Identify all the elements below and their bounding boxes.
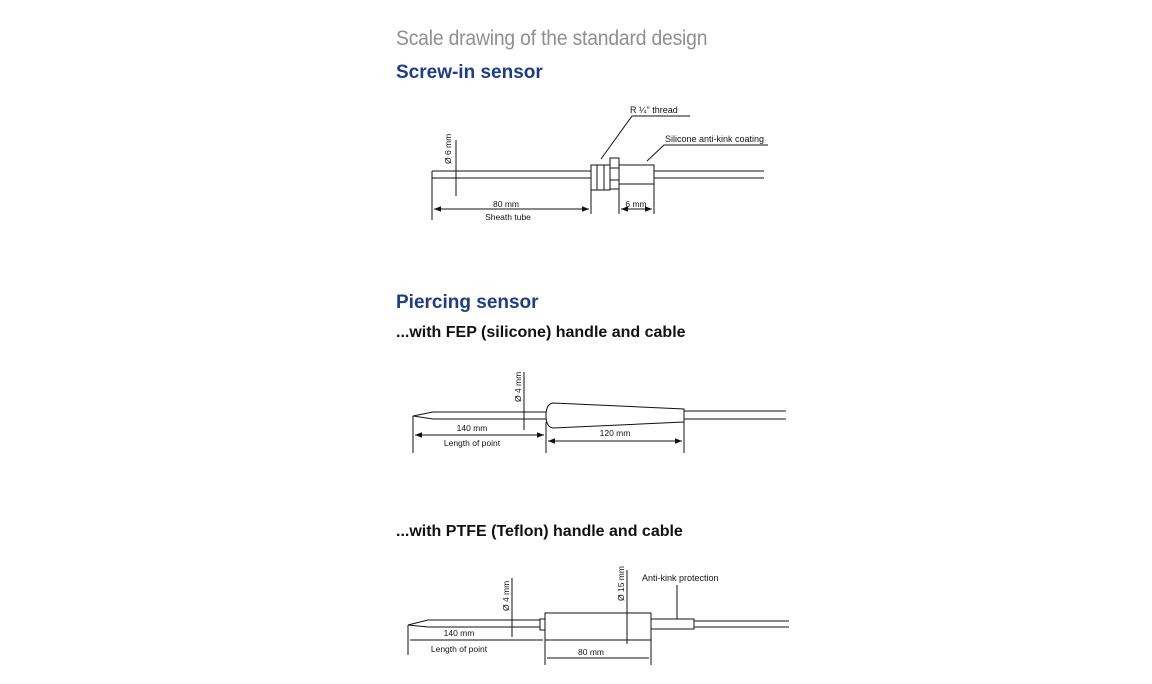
coating-leader — [646, 144, 768, 162]
screw-in-title: Screw-in sensor — [396, 62, 543, 83]
coating-label: Silicone anti-kink coating — [665, 134, 764, 144]
fep-drawing — [412, 372, 786, 453]
fep-handle — [545, 402, 685, 429]
ptfe-drawing — [407, 570, 789, 665]
ptfe-handle-diameter-label: Ø 15 mm — [616, 566, 626, 601]
ptfe-needle-bottom — [407, 624, 540, 628]
sheath-label: Sheath tube — [485, 212, 531, 222]
ptfe-subtitle: ...with PTFE (Teflon) handle and cable — [396, 523, 683, 540]
fep-point-label: Length of point — [444, 438, 501, 448]
anti-kink-protection — [650, 618, 695, 630]
thread-fitting — [590, 164, 611, 191]
ptfe-diameter-label: Ø 4 mm — [501, 581, 511, 611]
needle-bottom — [412, 415, 547, 420]
page-heading: Scale drawing of the standard design — [396, 27, 708, 50]
anti-kink-coating — [618, 164, 655, 185]
thread-label: R ¼" thread — [630, 105, 678, 115]
piercing-title: Piercing sensor — [396, 292, 539, 313]
ptfe-needle-top — [407, 619, 540, 626]
antikink-label: Anti-kink protection — [642, 573, 719, 583]
thread-leader — [600, 115, 690, 160]
ptfe-point-length-label: 140 mm — [444, 628, 475, 638]
ptfe-handle — [544, 612, 652, 641]
needle-top — [412, 411, 547, 417]
fep-handle-length-label: 120 mm — [600, 428, 631, 438]
ptfe-handle-length-label: 80 mm — [578, 647, 604, 657]
length-label: 80 mm — [493, 199, 519, 209]
diameter-label: Ø 6 mm — [443, 134, 453, 164]
fep-point-length-label: 140 mm — [457, 423, 488, 433]
screw-in-drawing — [431, 115, 768, 220]
ptfe-point-label: Length of point — [431, 644, 488, 654]
fep-subtitle: ...with FEP (silicone) handle and cable — [396, 324, 686, 341]
hex-nut — [609, 157, 620, 190]
fep-diameter-label: Ø 4 mm — [513, 372, 523, 402]
coating-length-label: 6 mm — [625, 199, 646, 209]
